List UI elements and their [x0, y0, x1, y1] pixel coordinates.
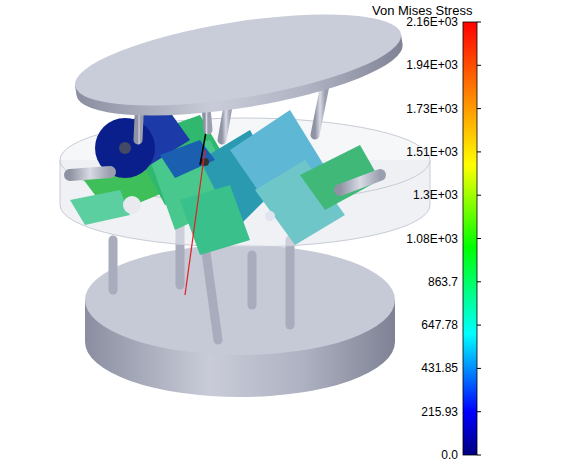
- scale-value: 431.85: [421, 362, 458, 374]
- pin: [123, 196, 141, 214]
- top-plate: [69, 0, 408, 133]
- tick-mark: [477, 22, 481, 455]
- scale-value: 863.7: [428, 276, 458, 288]
- scale-value: 2.16E+03: [406, 16, 458, 28]
- scale-value: 1.94E+03: [406, 59, 458, 71]
- color-bar: [463, 22, 477, 455]
- scale-value: 1.51E+03: [406, 146, 458, 158]
- scale-value: 1.08E+03: [406, 233, 458, 245]
- pin: [60, 172, 380, 238]
- scale-value: 215.93: [421, 406, 458, 418]
- scale-value: 0.0: [441, 449, 458, 461]
- axis-line: [185, 150, 205, 295]
- scale-value: 1.73E+03: [406, 103, 458, 115]
- scale-value: 1.3E+03: [413, 189, 458, 201]
- base-disc: [85, 245, 395, 355]
- scale-value: 647.78: [421, 319, 458, 331]
